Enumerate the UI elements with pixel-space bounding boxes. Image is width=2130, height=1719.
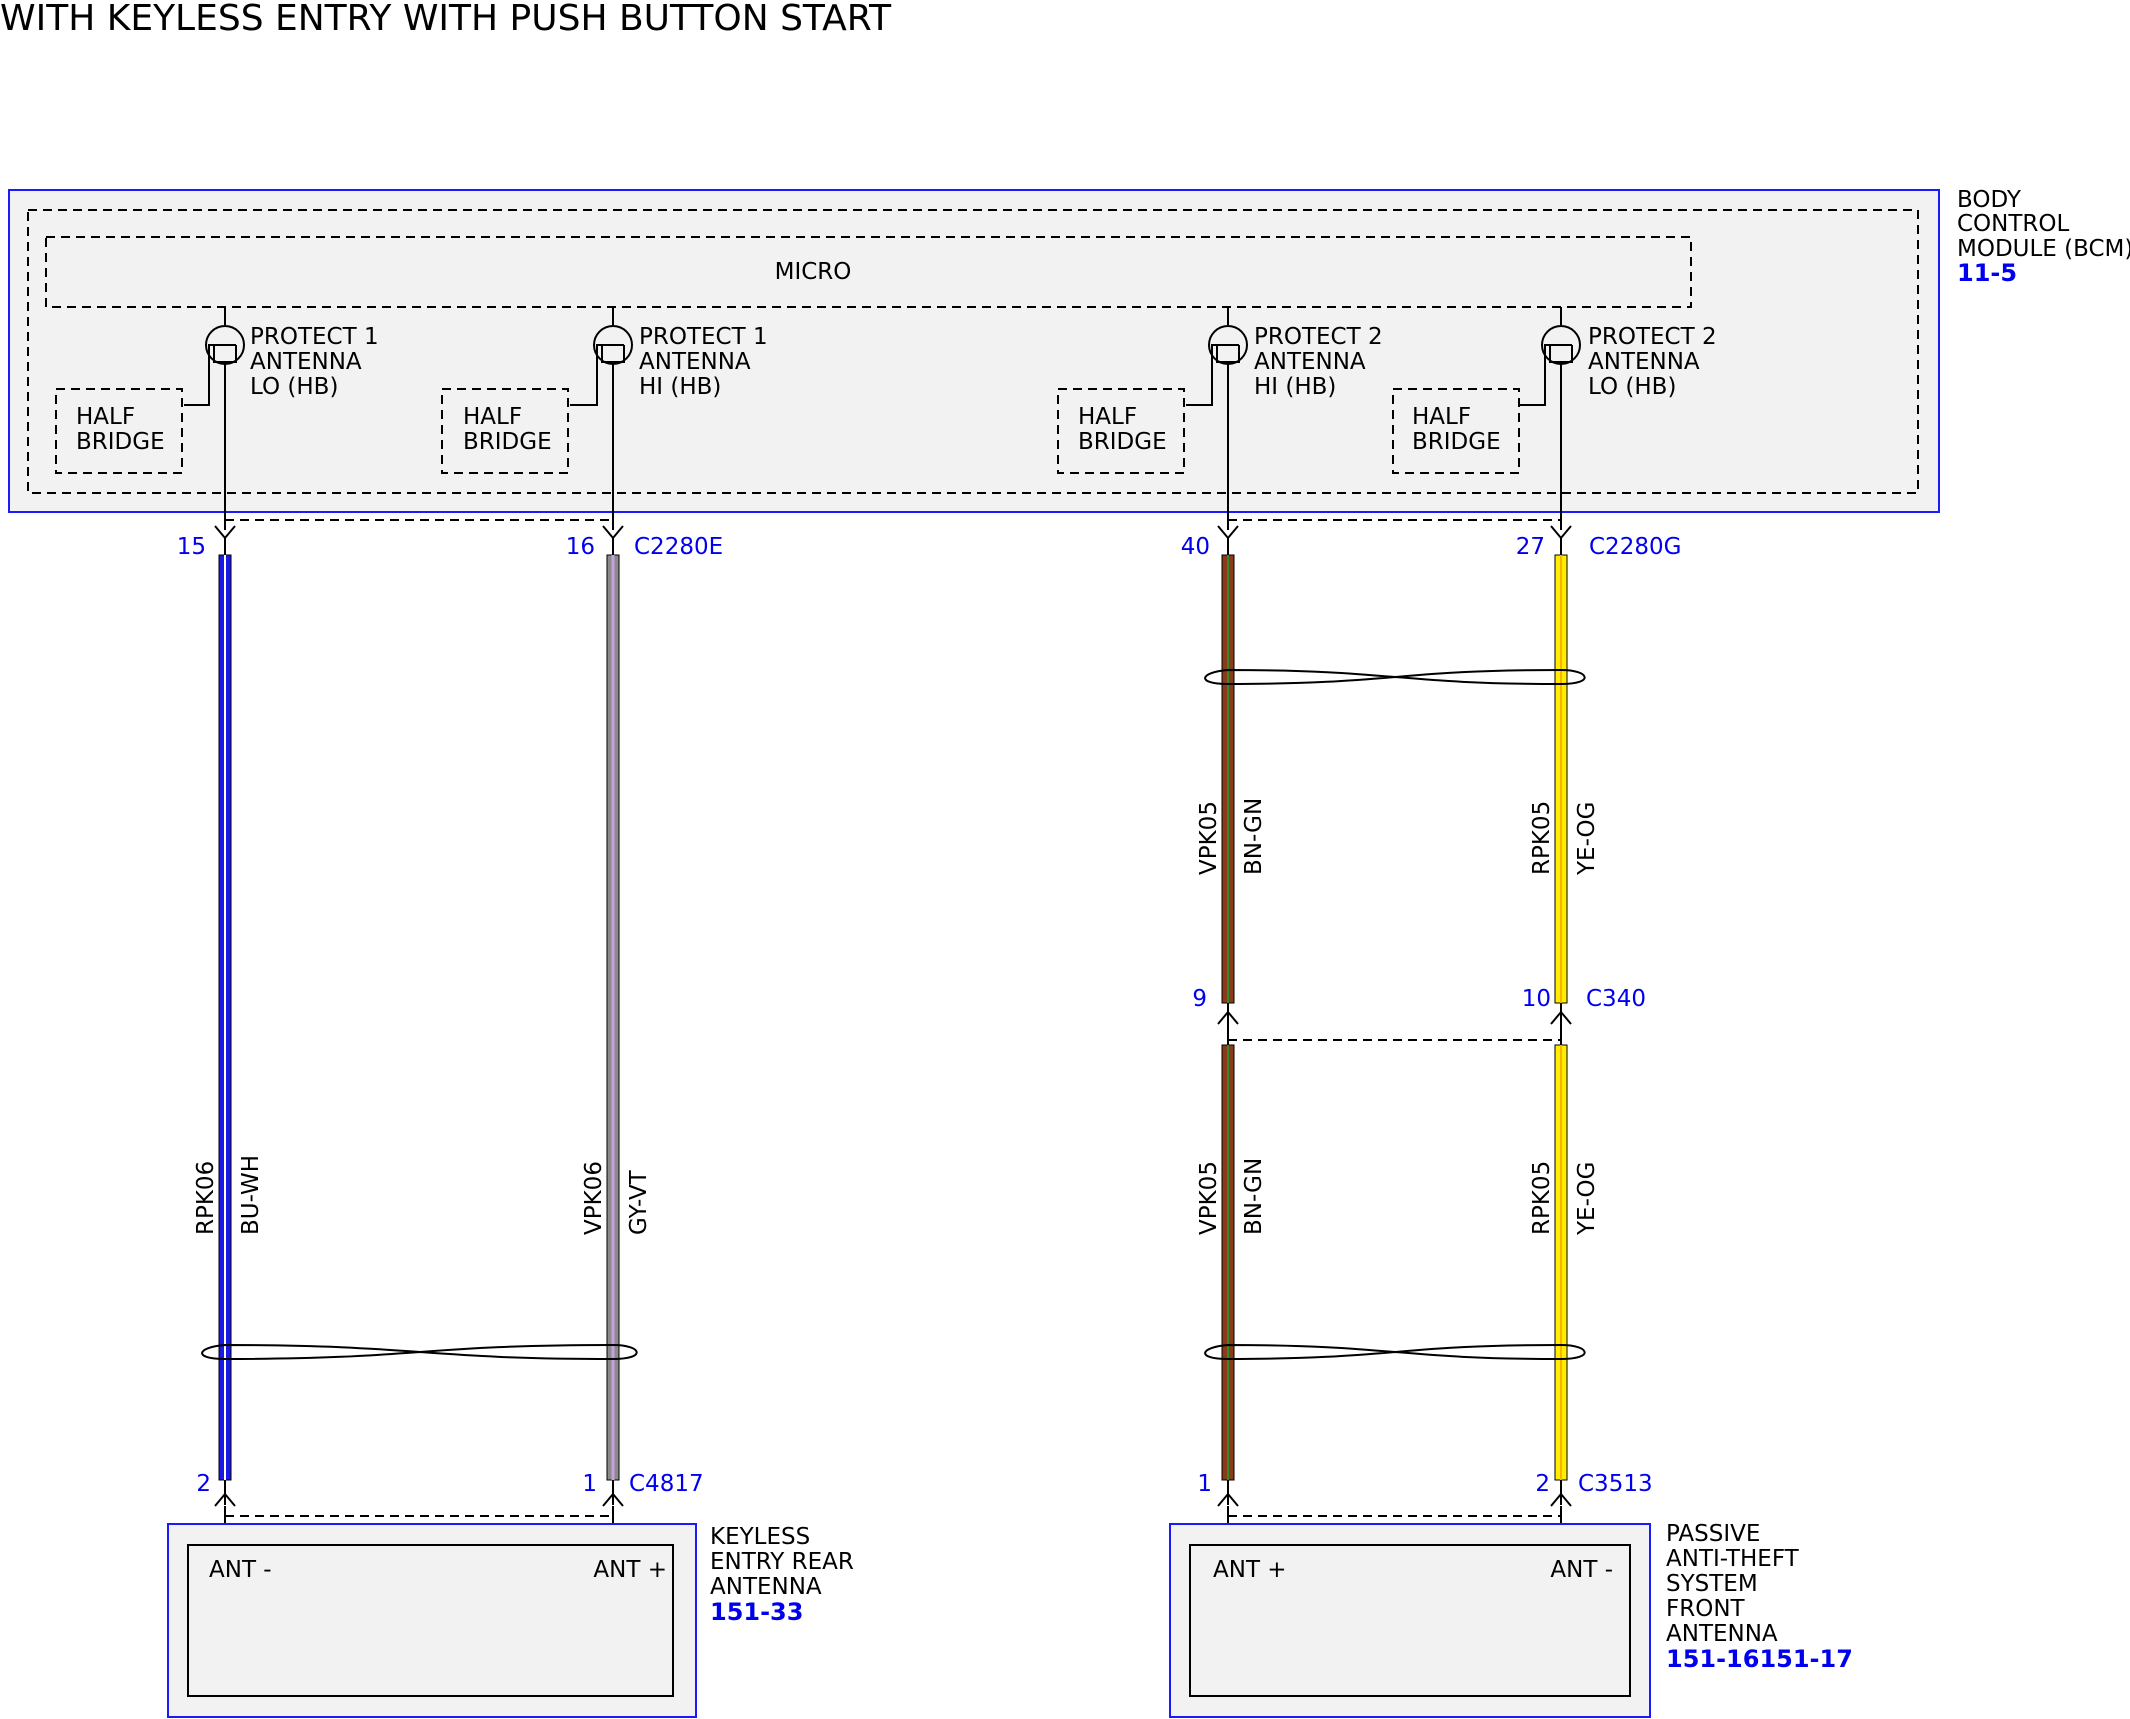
- wire-label-ye-og-lower: YE-OG: [1574, 1162, 1600, 1236]
- c3513-pin-2-label: 2: [1535, 1471, 1550, 1497]
- bcm-module-box: [8, 189, 1940, 513]
- c3513-pin1-terminal: [1217, 1492, 1239, 1507]
- protect-2-lo-line-1: PROTECT 2: [1588, 324, 1717, 350]
- protect-1-hi-line-2: ANTENNA: [639, 349, 751, 375]
- pin-16-label: 16: [566, 534, 595, 560]
- front-antenna-box: [1169, 1523, 1651, 1718]
- protect-1-lo-line-3: LO (HB): [250, 374, 338, 400]
- half-bridge-1-line-2: BRIDGE: [76, 429, 165, 455]
- rear-antenna-inner: [187, 1544, 674, 1697]
- rear-antenna-pin-right: ANT +: [593, 1557, 667, 1583]
- c4817-pin2-terminal: [214, 1492, 236, 1507]
- diagram-title: WITH KEYLESS ENTRY WITH PUSH BUTTON STAR…: [0, 0, 892, 39]
- protect-2-lo-line-2: ANTENNA: [1588, 349, 1700, 375]
- wire-label-ye-og-upper: YE-OG: [1574, 802, 1600, 876]
- wire-label-bn-gn-upper: BN-GN: [1241, 798, 1267, 875]
- pin-10-label: 10: [1522, 986, 1551, 1012]
- half-bridge-1-link: [184, 344, 214, 406]
- c3513-label: C3513: [1578, 1471, 1653, 1497]
- front-antenna-name-line-3: SYSTEM: [1666, 1571, 1758, 1597]
- half-bridge-2-line-2: BRIDGE: [463, 429, 552, 455]
- protect-1-hi-line-3: HI (HB): [639, 374, 721, 400]
- half-bridge-4-link: [1520, 344, 1550, 406]
- c4817-pin-2-label: 2: [196, 1471, 211, 1497]
- twisted-pair-right: [1204, 1343, 1586, 1361]
- protect-2-lo-line-3: LO (HB): [1588, 374, 1676, 400]
- wire-label-rpk05-upper: RPK05: [1529, 801, 1555, 875]
- c4817-pin1-terminal: [602, 1492, 624, 1507]
- c340-pin9-terminal: [1217, 1010, 1239, 1025]
- front-antenna-pin-left: ANT +: [1213, 1557, 1287, 1583]
- c340-label: C340: [1586, 986, 1646, 1012]
- front-antenna-pin-right: ANT -: [1550, 1557, 1613, 1583]
- twisted-pair-left: [201, 1343, 638, 1361]
- front-antenna-name-line-2: ANTI-THEFT: [1666, 1546, 1800, 1572]
- c2280g-label: C2280G: [1589, 534, 1681, 560]
- pin-40-label: 40: [1181, 534, 1210, 560]
- wire-label-rpk06: RPK06: [193, 1161, 219, 1235]
- micro-label: MICRO: [775, 259, 852, 285]
- wire-label-gy-vt: GY-VT: [626, 1169, 652, 1235]
- half-bridge-1-line-1: HALF: [76, 404, 135, 430]
- wire-label-bn-gn-lower: BN-GN: [1241, 1158, 1267, 1235]
- pin-27-label: 27: [1516, 534, 1545, 560]
- bcm-name-line-2: CONTROL: [1957, 211, 2070, 237]
- protect-1-hi-line-1: PROTECT 1: [639, 324, 768, 350]
- protect-2-hi-line-1: PROTECT 2: [1254, 324, 1383, 350]
- front-antenna-ref: 151-16151-17: [1666, 1645, 1853, 1673]
- half-bridge-2: [441, 388, 569, 474]
- front-antenna-inner: [1189, 1544, 1631, 1697]
- rear-antenna-name-line-2: ENTRY REAR: [710, 1549, 854, 1575]
- bcm-name-line-1: BODY: [1957, 187, 2022, 213]
- half-bridge-3-line-2: BRIDGE: [1078, 429, 1167, 455]
- rear-antenna-box: [167, 1523, 697, 1718]
- protect-1-lo-line-1: PROTECT 1: [250, 324, 379, 350]
- half-bridge-2-line-1: HALF: [463, 404, 522, 430]
- wire-label-vpk05-upper: VPK05: [1196, 801, 1222, 875]
- c3513-pin2-terminal: [1550, 1492, 1572, 1507]
- rear-antenna-name-line-1: KEYLESS: [710, 1524, 810, 1550]
- wire-label-vpk06: VPK06: [581, 1161, 607, 1235]
- c2280e-label: C2280E: [634, 534, 723, 560]
- bcm-ref: 11-5: [1957, 259, 2017, 287]
- front-antenna-name-line-1: PASSIVE: [1666, 1521, 1760, 1547]
- wire-label-vpk05-lower: VPK05: [1196, 1161, 1222, 1235]
- rear-antenna-name-line-3: ANTENNA: [710, 1574, 822, 1600]
- protect-2-hi-line-3: HI (HB): [1254, 374, 1336, 400]
- rear-antenna-ref: 151-33: [710, 1598, 803, 1626]
- front-antenna-name-line-4: FRONT: [1666, 1596, 1746, 1622]
- rear-antenna-pin-left: ANT -: [209, 1557, 272, 1583]
- c3513-pin-1-label: 1: [1197, 1471, 1212, 1497]
- half-bridge-4-line-1: HALF: [1412, 404, 1471, 430]
- pin-9-label: 9: [1192, 986, 1207, 1012]
- front-antenna-name-line-5: ANTENNA: [1666, 1621, 1778, 1647]
- wire-label-rpk05-lower: RPK05: [1529, 1161, 1555, 1235]
- half-bridge-1: [55, 388, 183, 474]
- half-bridge-3-line-1: HALF: [1078, 404, 1137, 430]
- half-bridge-2-link: [570, 344, 602, 406]
- half-bridge-4-line-2: BRIDGE: [1412, 429, 1501, 455]
- bcm-name-line-3: MODULE (BCM): [1957, 236, 2130, 262]
- c4817-pin-1-label: 1: [582, 1471, 597, 1497]
- wire-label-bu-wh: BU-WH: [238, 1155, 264, 1235]
- protect-2-hi-line-2: ANTENNA: [1254, 349, 1366, 375]
- twisted-pair-upper: [1204, 668, 1586, 686]
- bcm-internal-boundary: [27, 209, 1919, 494]
- half-bridge-3: [1057, 388, 1185, 474]
- micro-box: [45, 236, 1692, 308]
- half-bridge-3-link: [1186, 344, 1217, 406]
- half-bridge-4: [1392, 388, 1520, 474]
- protect-1-lo-line-2: ANTENNA: [250, 349, 362, 375]
- c340-pin10-terminal: [1550, 1010, 1572, 1025]
- pin-15-label: 15: [177, 534, 206, 560]
- c4817-label: C4817: [629, 1471, 704, 1497]
